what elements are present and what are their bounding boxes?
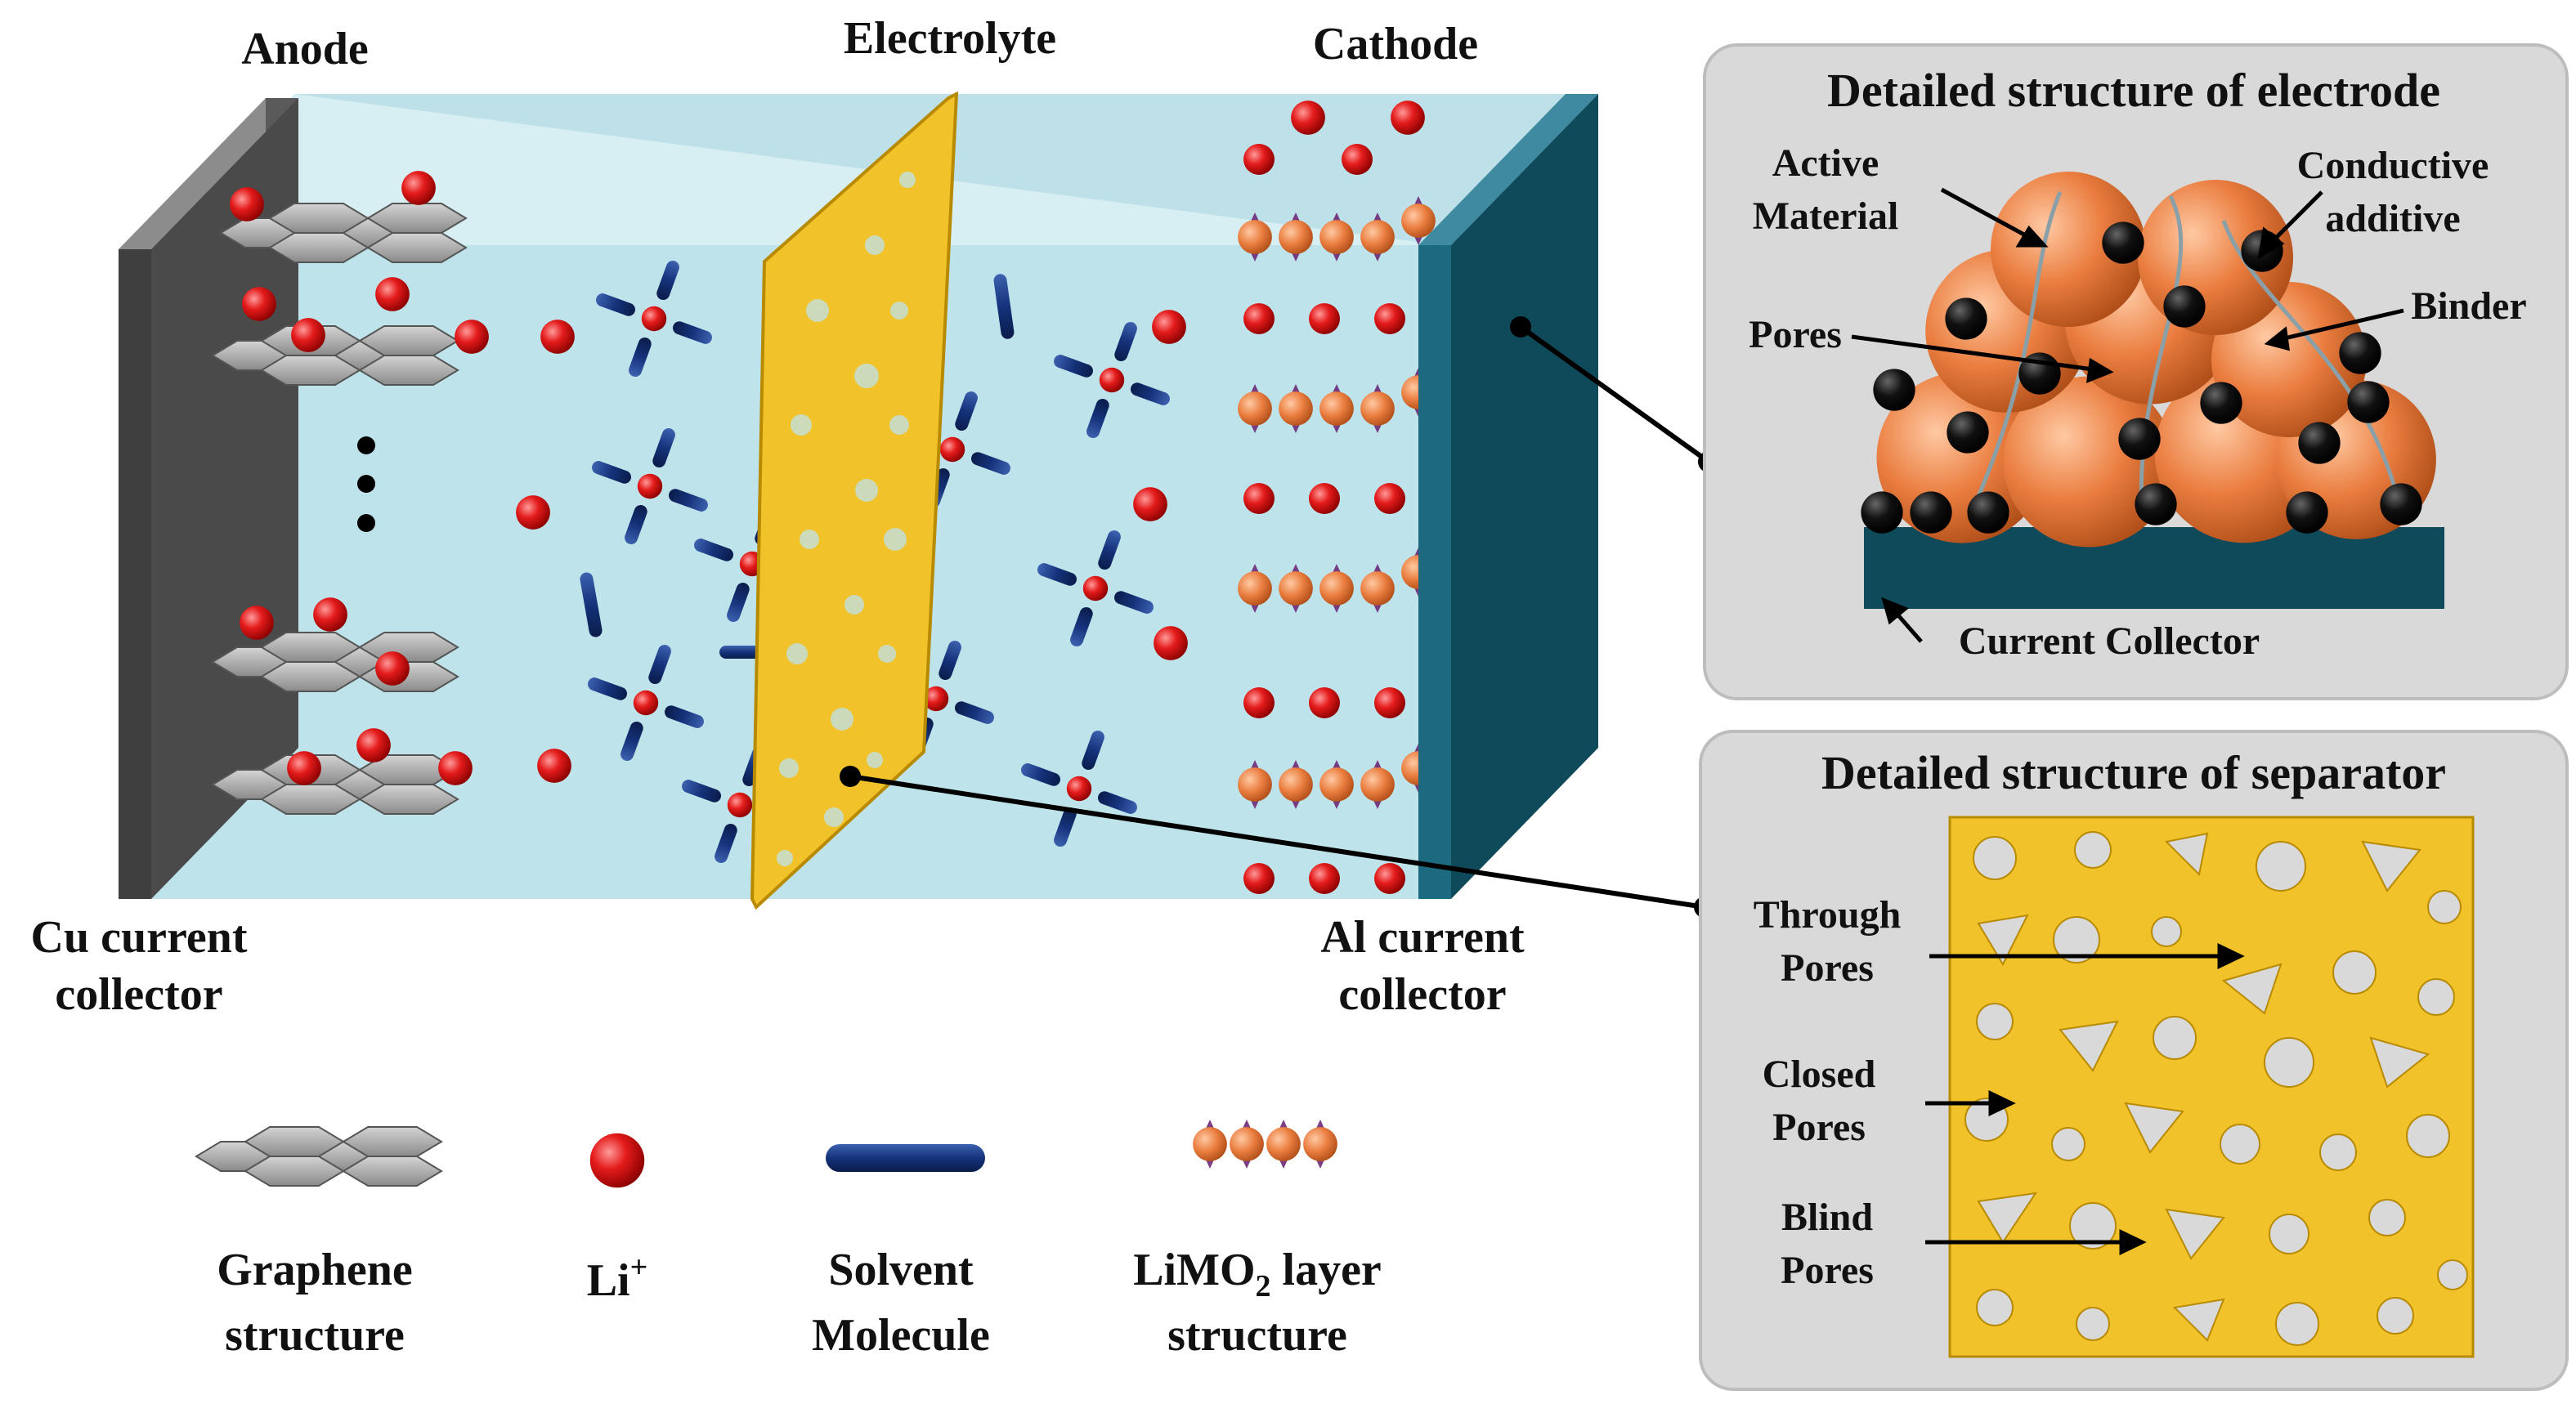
active-material-label-2: Material [1753, 195, 1899, 238]
legend-li-icon [589, 1133, 645, 1188]
separator [750, 91, 959, 910]
active-material-label-1: Active [1772, 141, 1879, 185]
blind-pores-label-2: Pores [1781, 1249, 1874, 1292]
separator-texture [1948, 816, 2475, 1358]
closed-pores-label-2: Pores [1772, 1106, 1866, 1149]
through-pores-label-2: Pores [1781, 946, 1874, 990]
pores-label: Pores [1749, 313, 1842, 356]
electrolyte-label: Electrolyte [844, 13, 1056, 64]
al-collector-label-1: Al current [1320, 912, 1525, 963]
cu-collector-label-2: collector [55, 969, 222, 1020]
blind-pores-label-1: Blind [1781, 1196, 1873, 1239]
closed-pores-label-1: Closed [1763, 1053, 1876, 1096]
legend-graphene-label-2: structure [225, 1310, 405, 1361]
anode-dots [357, 436, 375, 532]
al-collector-side [1418, 94, 1598, 245]
callout-dot-electrode-start [1510, 316, 1531, 338]
legend-limo2-label-1: LiMO2 layer [1133, 1245, 1382, 1303]
legend-solvent-label-2: Molecule [812, 1310, 990, 1361]
legend-solvent-icon [826, 1144, 985, 1172]
electrode-panel: Detailed structure of electrode [1703, 43, 2569, 700]
al-collector-front [1418, 245, 1451, 899]
battery-cell [119, 91, 1598, 910]
conductive-additive-label-1: Conductive [2297, 144, 2489, 187]
separator-arrows [1925, 943, 2245, 1255]
legend: Graphene structure Li+ Solvent Molecule … [195, 1120, 1382, 1361]
anode-label: Anode [241, 24, 369, 74]
legend-solvent-label-1: Solvent [828, 1245, 974, 1295]
callout-dot-separator-start [840, 766, 861, 787]
cu-collector-side [119, 98, 298, 249]
conductive-additive-label-2: additive [2325, 197, 2460, 240]
cu-collector-label-1: Cu current [31, 912, 248, 963]
legend-graphene-label-1: Graphene [217, 1245, 413, 1295]
legend-li-label: Li+ [587, 1250, 648, 1306]
current-collector-label: Current Collector [1959, 619, 2260, 663]
legend-limo2-label-2: structure [1167, 1310, 1347, 1361]
separator-panel: Detailed structure of separator [1699, 730, 2569, 1391]
al-collector-label-2: collector [1338, 969, 1506, 1020]
al-collector-face [1451, 94, 1598, 899]
legend-graphene-icon [195, 1126, 442, 1187]
through-pores-label-1: Through [1754, 893, 1902, 937]
callout-lines [849, 324, 1710, 910]
electrode-arrows [1851, 187, 2404, 643]
legend-limo2-icon [1193, 1120, 1337, 1169]
electrode-panel-title: Detailed structure of electrode [1827, 64, 2440, 117]
cathode-label: Cathode [1313, 19, 1478, 69]
separator-panel-title: Detailed structure of separator [1821, 746, 2446, 799]
binder-label: Binder [2411, 284, 2526, 328]
cu-collector-front [119, 249, 151, 899]
